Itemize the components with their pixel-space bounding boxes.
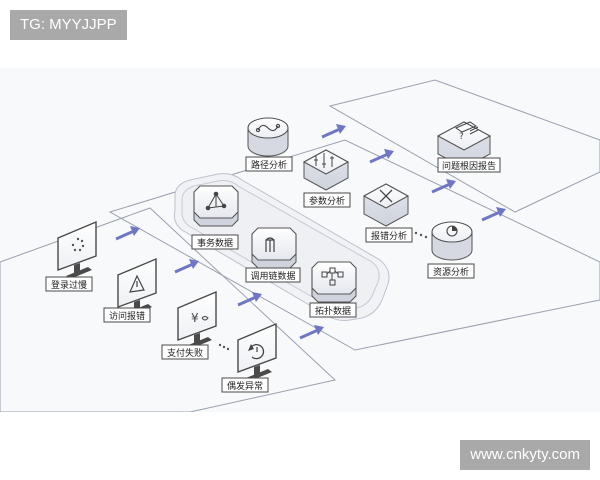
label-data-2: 调用链数据 [245, 267, 301, 283]
watermark-top: TG: MYYJJPP [10, 10, 127, 40]
arrow-1 [115, 226, 140, 241]
label-result: 问题根因报告 [437, 157, 501, 173]
label-analysis-3: 报错分析 [365, 227, 413, 243]
label-text: 报错分析 [371, 230, 407, 242]
label-text: 偶发异常 [227, 380, 263, 392]
label-symptom-3: 支付失败 [161, 344, 209, 360]
arrow-6 [369, 149, 394, 164]
label-text: 支付失败 [167, 347, 203, 359]
warning-icon [129, 274, 145, 293]
monitor-occasional-exception [237, 322, 277, 381]
loading-icon [71, 237, 85, 252]
monitor-payment-failed: ¥ [177, 290, 217, 349]
close-x-icon [379, 189, 393, 203]
arrow-2 [174, 259, 199, 274]
label-text: 访问报错 [109, 310, 145, 322]
plane-outlines [0, 79, 600, 412]
sliders-icon [314, 153, 334, 168]
svg-text:?: ? [459, 132, 464, 142]
svg-text:¥: ¥ [191, 311, 199, 325]
cube-root-cause-report: ? [436, 121, 492, 169]
ellipsis-dots [218, 231, 428, 351]
hex-transaction-data [193, 185, 239, 227]
label-symptom-4: 偶发异常 [221, 377, 269, 393]
path-icon [255, 123, 281, 133]
refresh-icon [248, 343, 265, 360]
arrow-8 [481, 207, 506, 222]
cylinder-path-analysis [247, 117, 289, 157]
yen-icon: ¥ [191, 311, 209, 325]
label-text: 事务数据 [197, 237, 233, 249]
label-text: 参数分析 [309, 195, 345, 207]
plane-data-analysis [108, 139, 600, 351]
label-text: 问题根因报告 [442, 160, 496, 172]
cube-error-analysis [362, 183, 410, 227]
arrow-3 [237, 292, 262, 307]
topology-icon [321, 267, 344, 286]
arrow-4 [299, 325, 324, 340]
cube-parameter-analysis [302, 149, 350, 191]
arrow-5 [321, 124, 346, 139]
label-analysis-2: 参数分析 [303, 192, 351, 208]
arrow-7 [431, 179, 456, 194]
diagram-svg: ¥ [0, 79, 600, 412]
label-data-3: 拓扑数据 [309, 302, 357, 318]
label-symptom-1: 登录过慢 [45, 276, 93, 292]
dots-symptoms [218, 343, 230, 351]
label-analysis-1: 路径分析 [245, 156, 293, 172]
flow-arrows [115, 124, 506, 340]
call-chain-icon [265, 237, 275, 252]
label-text: 登录过慢 [51, 279, 87, 291]
monitor-access-error [117, 257, 157, 316]
label-text: 拓扑数据 [315, 305, 351, 317]
plane-symptoms [0, 207, 337, 412]
cylinder-resource-analysis [431, 221, 473, 261]
report-question-icon: ? [454, 121, 479, 142]
label-text: 路径分析 [251, 159, 287, 171]
hex-call-chain-data [251, 227, 297, 269]
label-text: 资源分析 [433, 266, 469, 278]
transaction-icon [205, 191, 227, 211]
pie-chart-icon [446, 225, 458, 237]
plane-result [328, 79, 600, 213]
label-text: 调用链数据 [250, 270, 295, 282]
dots-analysis [414, 231, 428, 239]
label-symptom-2: 访问报错 [103, 307, 151, 323]
hex-topology-data [311, 261, 357, 303]
label-analysis-4: 资源分析 [427, 263, 475, 279]
diagram-canvas: ¥ [0, 68, 600, 412]
watermark-bottom: www.cnkyty.com [460, 440, 590, 470]
monitor-login-slow [57, 220, 97, 279]
label-data-1: 事务数据 [191, 234, 239, 250]
